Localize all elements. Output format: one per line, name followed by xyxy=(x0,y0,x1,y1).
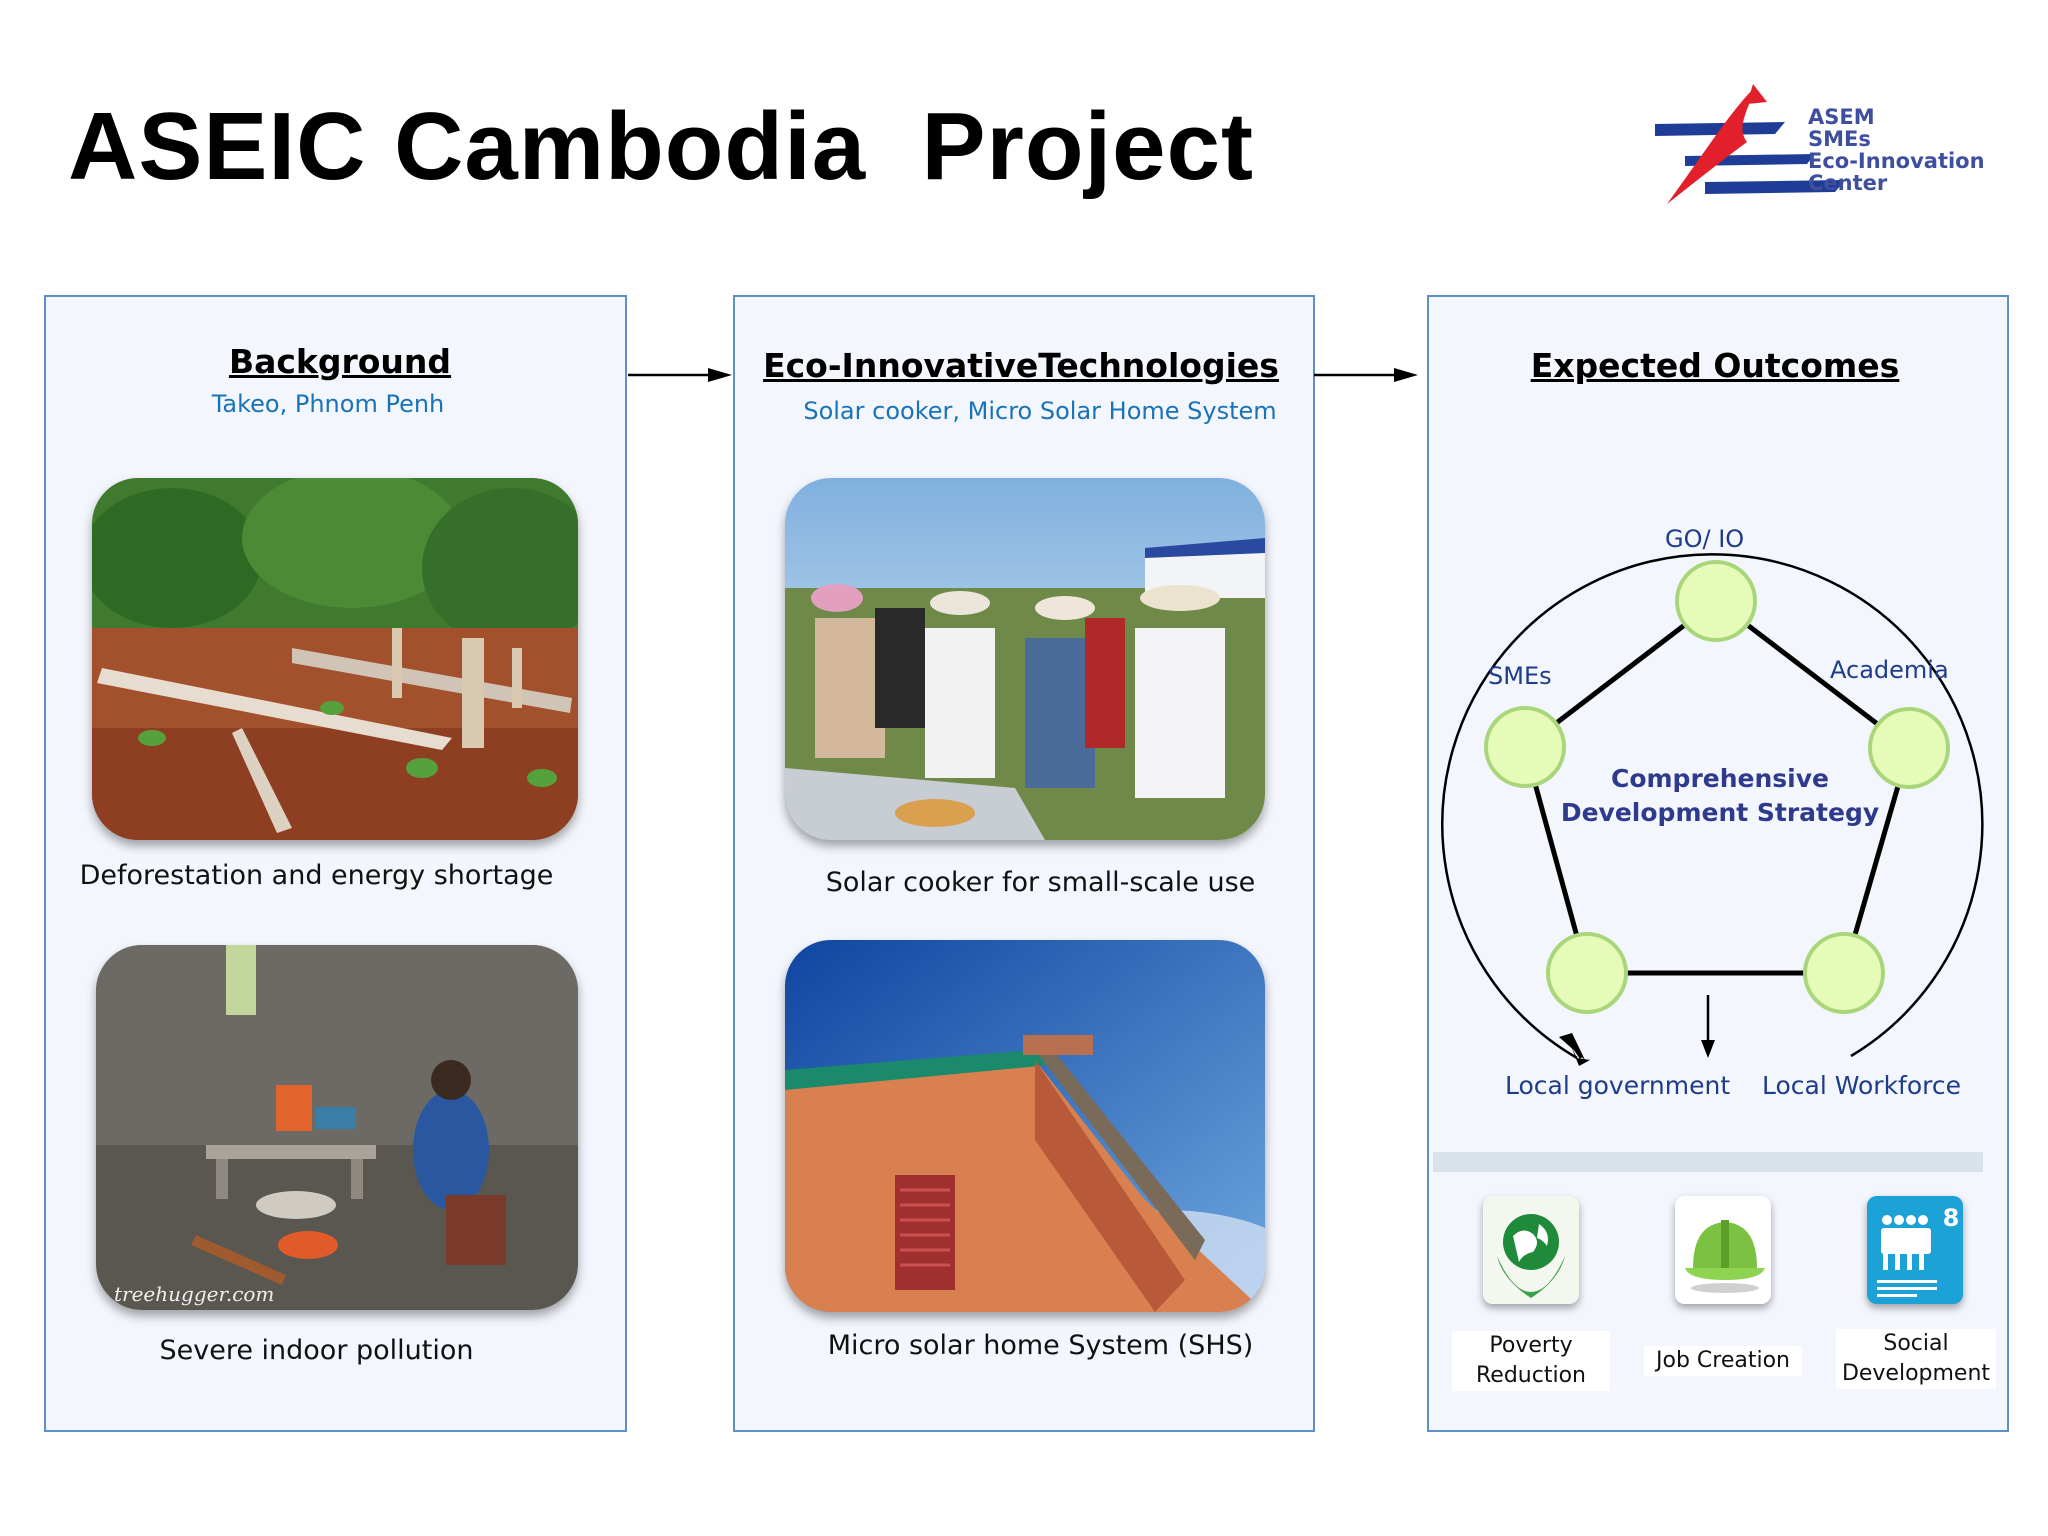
solar-cooker-caption: Solar cooker for small-scale use xyxy=(825,867,1256,898)
label-smes: SMEs xyxy=(1488,662,1552,690)
technologies-title: Eco-InnovativeTechnologies xyxy=(763,346,1279,385)
node-smes xyxy=(1484,706,1566,788)
center-line-1: Comprehensive xyxy=(1610,764,1829,793)
outcomes-title: Expected Outcomes xyxy=(1530,346,1900,385)
poverty-label-line2: Reduction xyxy=(1476,1363,1586,1388)
indoor-pollution-caption: Severe indoor pollution xyxy=(159,1335,474,1366)
logo-line-smes: SMEs xyxy=(1808,127,1871,151)
sdg-badge-number: 8 xyxy=(1943,1204,1960,1232)
label-local-workforce: Local Workforce xyxy=(1762,1071,1961,1100)
center-line-2: Development Strategy xyxy=(1560,798,1880,827)
arrow-tech-to-outcomes xyxy=(1314,368,1418,382)
logo-text: ASEM SMEs Eco-Innovation Center xyxy=(1808,106,1985,194)
global-partnership-icon: 8 xyxy=(1867,1196,1963,1304)
solar-home-system-caption: Micro solar home System (SHS) xyxy=(827,1330,1254,1361)
circle-arrowhead xyxy=(1571,1046,1590,1066)
social-development-label: Social Development xyxy=(1836,1329,1996,1389)
logo-line-eco-innovation: Eco-Innovation xyxy=(1808,149,1985,173)
label-local-government: Local government xyxy=(1505,1071,1731,1100)
technologies-subtitle: Solar cooker, Micro Solar Home System xyxy=(803,397,1277,425)
node-academia xyxy=(1868,707,1950,789)
logo-line-asem: ASEM xyxy=(1808,105,1875,129)
indoor-pollution-photo: treehugger.com xyxy=(96,945,578,1310)
node-go-io xyxy=(1675,560,1757,642)
strategy-diagram xyxy=(1441,553,1984,1066)
hard-hat-icon xyxy=(1675,1196,1771,1304)
social-label-line2: Development xyxy=(1841,1361,1991,1386)
divider-bar xyxy=(1433,1152,1983,1172)
node-local-workforce xyxy=(1803,932,1885,1014)
social-label-line1: Social xyxy=(1883,1331,1949,1356)
aseic-logo xyxy=(1655,84,1845,204)
label-academia: Academia xyxy=(1830,656,1949,684)
job-creation-label: Job Creation xyxy=(1644,1346,1802,1376)
logo-line-center: Center xyxy=(1808,171,1888,195)
background-title: Background xyxy=(228,342,452,381)
center-strategy-text: Comprehensive Development Strategy xyxy=(1560,762,1880,830)
treehugger-watermark: treehugger.com xyxy=(114,1282,274,1306)
poverty-label-line1: Poverty xyxy=(1489,1333,1573,1358)
deforestation-photo xyxy=(92,478,578,840)
job-label-line1: Job Creation xyxy=(1656,1348,1790,1373)
globe-in-hands-icon xyxy=(1483,1196,1579,1304)
node-local-government xyxy=(1546,932,1628,1014)
label-go-io: GO/ IO xyxy=(1665,525,1745,553)
deforestation-caption: Deforestation and energy shortage xyxy=(79,860,554,891)
solar-cooker-photo xyxy=(785,478,1265,840)
background-subtitle: Takeo, Phnom Penh xyxy=(211,390,445,418)
poverty-reduction-label: Poverty Reduction xyxy=(1452,1331,1610,1391)
arrow-background-to-tech xyxy=(628,368,732,382)
solar-home-system-photo xyxy=(785,940,1265,1312)
page-title: ASEIC Cambodia Project xyxy=(68,93,1254,200)
